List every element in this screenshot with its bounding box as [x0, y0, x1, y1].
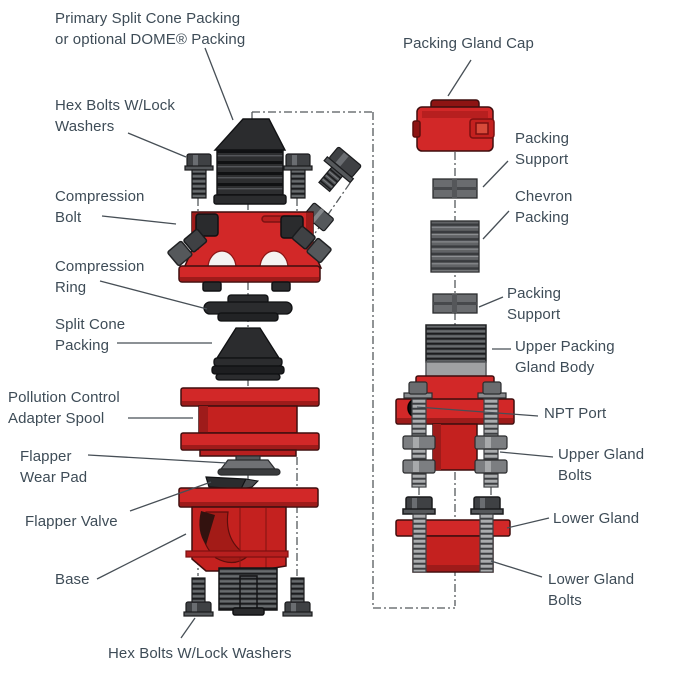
angled-compression-bolt — [304, 146, 362, 232]
compression-ring-part — [203, 294, 293, 322]
label-compression-ring: Compression Ring — [55, 256, 144, 298]
base-part — [178, 487, 319, 616]
label-line: Pollution Control — [8, 389, 120, 406]
flapper-wear-pad-part — [217, 455, 281, 476]
lower-gland-part — [395, 496, 511, 573]
label-hex-bolts-left: Hex Bolts W/Lock Washers — [55, 95, 175, 137]
label-flapper-valve: Flapper Valve — [25, 511, 118, 532]
label-primary-split-cone-packing: Primary Split Cone Packing or optional D… — [55, 8, 245, 50]
label-upper-gland-bolts: Upper Gland Bolts — [558, 444, 644, 486]
adapter-spool-part — [180, 387, 320, 457]
label-line: Packing — [55, 337, 110, 354]
label-line: Upper Packing — [515, 338, 615, 355]
label-line: Packing — [507, 285, 562, 302]
label-chevron-packing: Chevron Packing — [515, 186, 572, 228]
label-line: Upper Gland — [558, 446, 645, 463]
label-line: Flapper Valve — [25, 513, 118, 530]
label-packing-support-top: Packing Support — [515, 128, 569, 170]
label-line: Compression — [55, 188, 145, 205]
label-pollution-control-adapter-spool: Pollution Control Adapter Spool — [8, 387, 120, 429]
label-line: Wear Pad — [20, 469, 88, 486]
packing-support-top-part — [432, 178, 478, 199]
label-base: Base — [55, 569, 90, 590]
leader-lines — [87, 47, 554, 639]
label-line: Packing Gland Cap — [403, 35, 534, 52]
label-line: Hex Bolts W/Lock Washers — [108, 645, 292, 662]
label-line: Bolts — [558, 467, 592, 484]
packing-gland-cap-part — [412, 99, 495, 152]
label-line: Primary Split Cone Packing — [55, 10, 241, 27]
label-lower-gland-bolts: Lower Gland Bolts — [548, 569, 634, 611]
upper-gland-bolts-part — [402, 381, 508, 488]
label-line: Gland Body — [515, 359, 595, 376]
label-compression-bolt: Compression Bolt — [55, 186, 144, 228]
label-line: Adapter Spool — [8, 410, 105, 427]
label-line: Lower Gland — [548, 571, 635, 588]
lower-gland-bolt-left — [412, 513, 427, 573]
label-line: Lower Gland — [553, 510, 640, 527]
label-npt-port: NPT Port — [544, 403, 606, 424]
label-line: Bolts — [548, 592, 582, 609]
label-line: Compression — [55, 258, 145, 275]
label-packing-gland-cap: Packing Gland Cap — [403, 33, 534, 54]
label-split-cone-packing: Split Cone Packing — [55, 314, 125, 356]
lower-gland-bolt-right — [479, 513, 494, 573]
flapper-valve-part — [205, 476, 260, 490]
split-cone-packing-part — [211, 327, 285, 381]
label-line: Support — [515, 151, 569, 168]
label-packing-support-bottom: Packing Support — [507, 283, 561, 325]
label-line: Ring — [55, 279, 87, 296]
label-line: Packing — [515, 209, 570, 226]
chevron-packing-part — [430, 220, 480, 273]
label-line: Bolt — [55, 209, 82, 226]
label-line: Support — [507, 306, 561, 323]
hex-bolt-bottom-right — [282, 577, 313, 617]
label-line: Packing — [515, 130, 570, 147]
label-line: Base — [55, 571, 90, 588]
hex-bolt-top-left — [184, 153, 214, 199]
label-line: NPT Port — [544, 405, 607, 422]
label-line: Hex Bolts W/Lock — [55, 97, 175, 114]
label-line: or optional DOME® Packing — [55, 31, 246, 48]
label-flapper-wear-pad: Flapper Wear Pad — [20, 446, 87, 488]
label-line: Washers — [55, 118, 115, 135]
primary-split-cone-packing-part — [213, 118, 287, 205]
label-upper-packing-gland-body: Upper Packing Gland Body — [515, 336, 615, 378]
compression-flange-body — [167, 211, 332, 292]
label-hex-bolts-bottom: Hex Bolts W/Lock Washers — [108, 643, 292, 664]
packing-support-bottom-part — [432, 293, 478, 314]
upper-packing-gland-body-part — [395, 324, 515, 471]
label-line: Flapper — [20, 448, 72, 465]
hex-bolt-bottom-left — [183, 577, 214, 617]
label-line: Chevron — [515, 188, 573, 205]
hex-bolt-top-right — [283, 153, 313, 199]
label-line: Split Cone — [55, 316, 126, 333]
label-lower-gland: Lower Gland — [553, 508, 639, 529]
